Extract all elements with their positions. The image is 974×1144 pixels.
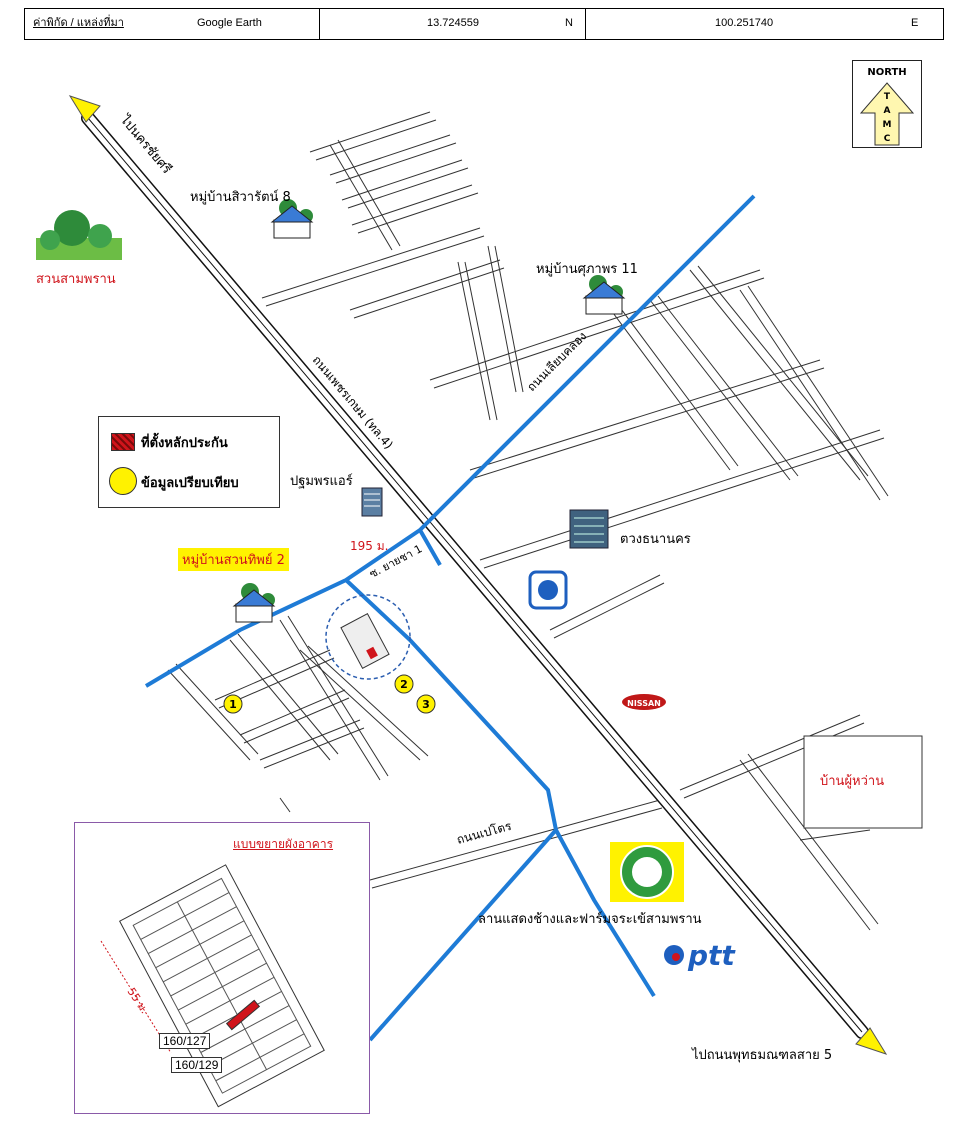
svg-text:C: C	[884, 134, 891, 144]
latitude-direction: N	[565, 17, 573, 29]
village-icon	[232, 583, 276, 623]
building-icon	[361, 487, 383, 517]
collateral-highlight-circle	[325, 594, 411, 680]
inset-plot-label-2: 160/129	[171, 1057, 223, 1073]
label-to-phutthamonthon: ไปถนนพุทธมณฑลสาย 5	[692, 1048, 833, 1063]
farm-seal-icon	[610, 842, 684, 902]
svg-text:1: 1	[229, 698, 237, 711]
label-elephant-farm: ลานแสดงช้างและฟาร์มจระเข้สามพราน	[478, 912, 702, 927]
svg-text:A: A	[884, 106, 891, 116]
inset-title: แบบขยายผังอาคาร	[233, 837, 334, 851]
label-village-suanthip: หมู่บ้านสวนทิพย์ 2	[178, 548, 289, 571]
header-divider	[319, 9, 320, 39]
ptt-label: ptt	[687, 939, 736, 972]
label-ban-phu-wan: บ้านผู้หว่าน	[820, 774, 885, 789]
coordinate-field-label: ค่าพิกัด / แหล่งที่มา	[33, 17, 124, 29]
label-road-liab-khlong: ถนนเลียบคลอง	[524, 329, 589, 394]
comparison-marker-2: 2	[394, 674, 414, 694]
svg-text:T: T	[884, 92, 891, 102]
label-distance: 195 ม.	[350, 539, 388, 553]
inset-plot-label-1: 160/127	[159, 1033, 211, 1049]
ptt-logo-icon: ptt	[664, 939, 736, 972]
svg-text:3: 3	[422, 698, 430, 711]
inset-collateral-unit	[225, 999, 261, 1031]
label-village-siwarat: หมู่บ้านสิวารัตน์ 8	[190, 190, 291, 205]
arrow-northwest-icon	[68, 95, 101, 123]
north-arrow-icon: NORTH T A M C	[859, 67, 915, 146]
coordinate-source: Google Earth	[197, 17, 262, 29]
north-arrow: NORTH T A M C	[852, 60, 922, 148]
legend-collateral-swatch	[111, 433, 135, 451]
longitude-value: 100.251740	[715, 17, 774, 29]
comparison-marker-1: 1	[223, 694, 243, 714]
village-icon	[582, 275, 626, 315]
svg-text:2: 2	[400, 678, 408, 691]
latitude-value: 13.724559	[427, 17, 479, 29]
label-tuang-thanakhon: ตวงธนานคร	[620, 532, 691, 547]
label-patum-porn-air: ปฐมพรแอร์	[290, 474, 353, 489]
collateral-marker	[366, 646, 378, 660]
map-legend: ที่ตั้งหลักประกัน ข้อมูลเปรียบเทียบ	[98, 416, 280, 508]
village-icon	[270, 199, 314, 239]
nissan-logo-icon: NISSAN	[622, 694, 666, 710]
building-icon	[569, 509, 609, 549]
comparison-marker-3: 3	[416, 694, 436, 714]
arrow-southeast-icon	[855, 1027, 888, 1055]
nissan-label: NISSAN	[627, 699, 661, 708]
legend-comparison-swatch	[109, 467, 137, 495]
highway-phetkasem	[81, 111, 869, 1039]
building-block	[340, 612, 390, 670]
legend-comparison-label: ข้อมูลเปรียบเทียบ	[141, 476, 239, 491]
ban-phu-wan-box	[803, 735, 923, 829]
bank-logo-icon	[528, 570, 568, 610]
header-divider	[585, 9, 586, 39]
park-icon	[36, 210, 122, 260]
svg-text:M: M	[883, 120, 892, 130]
label-park: สวนสามพราน	[36, 272, 116, 287]
svg-text:NORTH: NORTH	[867, 67, 906, 78]
road-grid	[167, 111, 889, 931]
label-village-supaporn: หมู่บ้านศุภาพร 11	[536, 262, 638, 277]
inset-dimension-label: 55 ม.	[125, 985, 152, 1016]
inset-plan: แบบขยายผังอาคาร 55 ม. 160/127 160/129	[74, 822, 370, 1114]
legend-collateral-label: ที่ตั้งหลักประกัน	[141, 436, 228, 451]
canal	[144, 194, 756, 1042]
coordinate-header: ค่าพิกัด / แหล่งที่มา Google Earth 13.72…	[24, 8, 944, 40]
longitude-direction: E	[911, 17, 919, 29]
